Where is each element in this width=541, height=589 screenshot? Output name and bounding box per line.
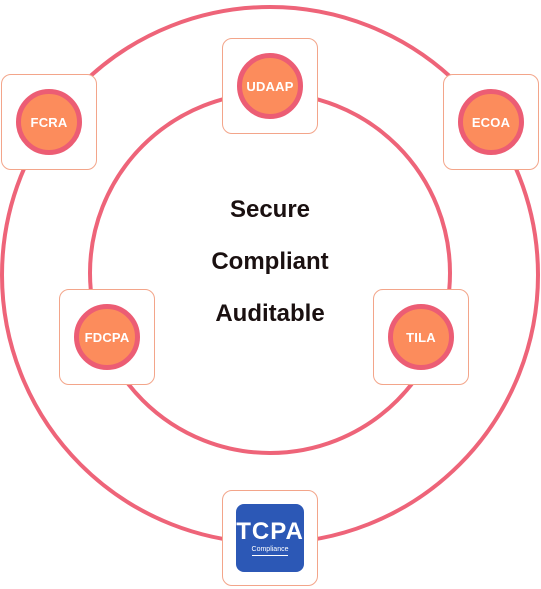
tcpa-logo-title: TCPA	[236, 518, 304, 545]
regulation-card-tcpa: TCPA Compliance	[222, 490, 318, 586]
regulation-badge-udaap: UDAAP	[237, 53, 303, 119]
regulation-card-fcra: FCRA	[1, 74, 97, 170]
regulation-badge-tila: TILA	[388, 304, 454, 370]
regulation-badge-fcra: FCRA	[16, 89, 82, 155]
regulation-card-fdcpa: FDCPA	[59, 289, 155, 385]
center-label-auditable: Auditable	[215, 300, 325, 327]
center-label-secure: Secure	[229, 196, 311, 223]
regulation-badge-ecoa: ECOA	[458, 89, 524, 155]
regulation-card-tila: TILA	[373, 289, 469, 385]
regulation-badge-fdcpa: FDCPA	[74, 304, 140, 370]
regulation-card-ecoa: ECOA	[443, 74, 539, 170]
regulation-card-udaap: UDAAP	[222, 38, 318, 134]
tcpa-compliance-logo: TCPA Compliance	[236, 504, 304, 572]
tcpa-logo-subtitle: Compliance	[251, 546, 289, 556]
center-label-compliant: Compliant	[211, 248, 329, 275]
